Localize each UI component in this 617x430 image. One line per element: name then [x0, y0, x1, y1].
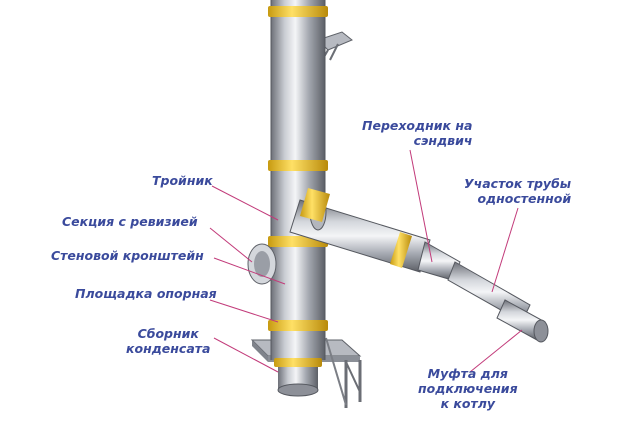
vertical-rings [268, 6, 328, 367]
label-platform: Площадка опорная [75, 286, 217, 301]
label-inspection: Секция с ревизией [62, 214, 198, 229]
label-condensate: Сборник конденсата [126, 326, 211, 356]
label-single-wall: Участок трубы одностенной [464, 176, 572, 206]
branch-pipe [289, 188, 549, 343]
label-wall-bracket: Стеновой кронштейн [51, 248, 204, 263]
vertical-pipe [270, 0, 326, 397]
leader-single-wall [491, 207, 519, 293]
leader-bracket [213, 257, 286, 285]
label-tee: Тройник [152, 173, 213, 188]
label-adapter: Переходник на сэндвич [362, 118, 473, 148]
leader-adapter [409, 149, 433, 263]
label-coupling: Муфта для подключения к котлу [418, 366, 518, 411]
leader-inspection [209, 227, 253, 263]
leader-lines [209, 149, 523, 373]
leader-tee [211, 185, 279, 221]
inspection-section [247, 243, 277, 285]
leader-condensate [213, 337, 279, 373]
leader-platform [209, 299, 279, 323]
leader-coupling [469, 329, 523, 373]
